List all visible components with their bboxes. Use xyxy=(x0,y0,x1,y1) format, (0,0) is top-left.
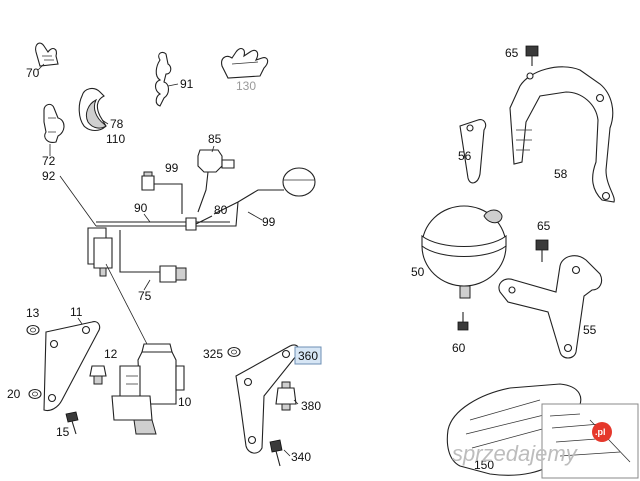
callout-340: 340 xyxy=(291,450,311,464)
callout-99-upper: 99 xyxy=(165,161,179,175)
callout-150: 150 xyxy=(474,458,494,472)
callout-91: 91 xyxy=(180,77,194,91)
callout-10: 10 xyxy=(178,395,192,409)
watermark-badge xyxy=(592,422,612,442)
bracket-55 xyxy=(498,255,603,359)
callout-99-right: 99 xyxy=(262,215,276,229)
callout-65-lower: 65 xyxy=(537,219,551,233)
callout-92: 92 xyxy=(42,169,56,183)
watermark-text: sprzedajemy xyxy=(452,441,579,466)
callout-15: 15 xyxy=(56,425,70,439)
callout-90: 90 xyxy=(134,201,148,215)
callout-72: 72 xyxy=(42,154,56,168)
bolt-65-upper xyxy=(525,45,539,66)
watermark-thumbnail xyxy=(541,403,639,479)
pressure-converter-10 xyxy=(111,343,185,435)
grommet-12 xyxy=(89,365,107,385)
callout-50: 50 xyxy=(411,265,425,279)
bolt-65-lower xyxy=(535,239,549,262)
callout-13: 13 xyxy=(26,306,40,320)
watermark: .pl sprzedajemy xyxy=(452,403,639,479)
callout-130: 130 xyxy=(236,79,256,93)
clip-72 xyxy=(43,103,65,143)
washer-325 xyxy=(227,346,241,358)
callout-360-highlight xyxy=(294,346,322,365)
bolt-60 xyxy=(457,312,469,331)
callout-110: 110 xyxy=(106,132,125,146)
callout-58: 58 xyxy=(554,167,568,181)
callout-65-upper: 65 xyxy=(505,46,519,60)
clamp-78 xyxy=(78,87,107,132)
clip-130 xyxy=(221,47,269,79)
reservoir-50 xyxy=(421,205,507,299)
bracket-58 xyxy=(509,66,615,203)
callout-325: 325 xyxy=(203,347,223,361)
callout-60: 60 xyxy=(452,341,466,355)
washer-13 xyxy=(26,324,40,336)
clip-70 xyxy=(35,42,59,67)
callout-70: 70 xyxy=(26,66,40,80)
callout-75: 75 xyxy=(138,289,152,303)
watermark-badge-text: .pl xyxy=(595,427,606,437)
screw-15 xyxy=(65,411,79,435)
callout-380: 380 xyxy=(301,399,321,413)
washer-20 xyxy=(28,388,42,400)
callout-85: 85 xyxy=(208,132,222,146)
callout-55: 55 xyxy=(583,323,597,337)
callout-20: 20 xyxy=(7,387,21,401)
callout-56: 56 xyxy=(458,149,472,163)
damper-380 xyxy=(275,381,297,411)
bracket-11 xyxy=(43,321,101,412)
vacuum-hose-assembly xyxy=(59,149,316,347)
bracket-360 xyxy=(235,344,300,454)
clip-91 xyxy=(154,51,172,107)
callout-11: 11 xyxy=(70,305,83,319)
bracket-56 xyxy=(459,119,487,184)
callout-78: 78 xyxy=(110,117,124,131)
bolt-340 xyxy=(269,439,283,467)
callout-80: 80 xyxy=(214,203,228,217)
callout-360: 360 xyxy=(298,349,318,363)
callout-12: 12 xyxy=(104,347,118,361)
